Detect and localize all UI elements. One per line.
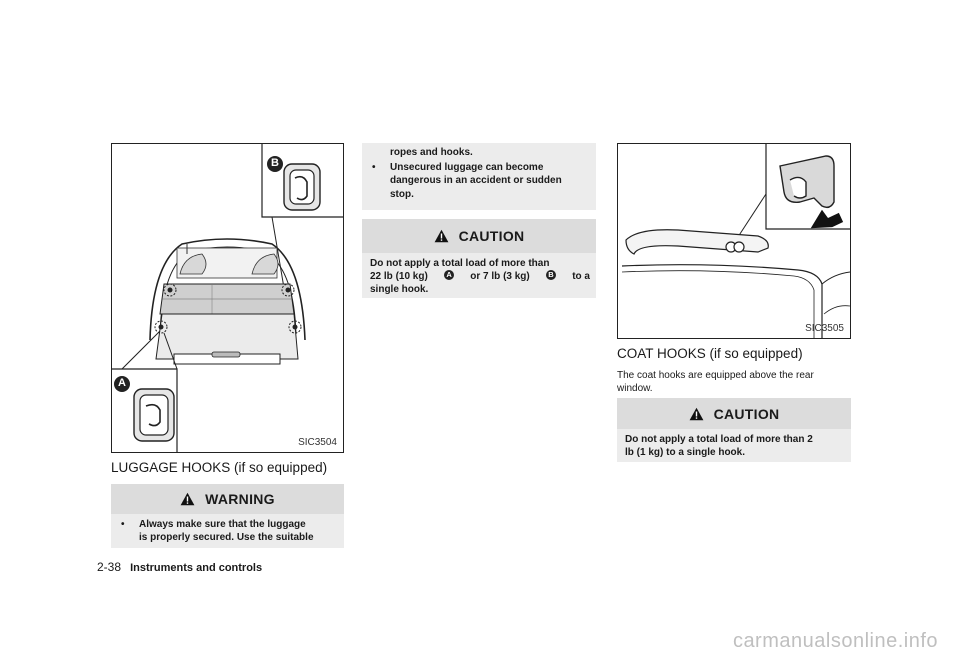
luggage-hooks-title: LUGGAGE HOOKS (if so equipped) (111, 460, 328, 475)
coat-hooks-figure: SIC3505 (617, 143, 851, 339)
caution-body-right: Do not apply a total load of more than 2… (617, 429, 851, 462)
caution-line-part: or 7 lb (3 kg) (470, 271, 530, 283)
warning-bullet-line: dangerous in an accident or sudden (390, 175, 562, 187)
warning-heading: WARNING (205, 491, 275, 507)
warning-icon (434, 229, 448, 243)
caution-header-middle: CAUTION (362, 219, 596, 253)
warning-bullet-line: is properly secured. Use the suitable (139, 532, 314, 544)
marker-b: B (545, 270, 556, 281)
page-number: 2-38 (97, 560, 122, 574)
caution-line: lb (1 kg) to a single hook. (625, 447, 746, 459)
luggage-area-illustration (112, 144, 343, 452)
warning-bullet-line: Always make sure that the luggage (139, 519, 306, 530)
warning-icon (689, 407, 703, 420)
description-line: window. (617, 383, 653, 394)
caution-heading: CAUTION (458, 228, 525, 244)
figure-label-a: A (118, 377, 126, 389)
warning-bullet-line: Unsecured luggage can become (390, 162, 544, 174)
figure-code: SIC3504 (298, 437, 337, 448)
warning-header: WARNING (111, 484, 344, 514)
page-footer: 2-38 Instruments and controls (97, 560, 262, 574)
caution-body-middle: Do not apply a total load of more than 2… (362, 253, 596, 298)
caution-line: Do not apply a total load of more than 2 (625, 434, 813, 445)
marker-a: A (444, 270, 455, 281)
coat-hooks-title: COAT HOOKS (if so equipped) (617, 346, 803, 361)
figure-label-b: B (271, 157, 279, 169)
bullet-marker: • (121, 519, 125, 530)
description-line: The coat hooks are equipped above the re… (617, 370, 814, 381)
continuation-line: ropes and hooks. (390, 147, 473, 158)
caution-line: single hook. (370, 284, 429, 296)
luggage-hooks-figure: B A SIC3504 (111, 143, 344, 453)
warning-body: • Always make sure that the luggage is p… (111, 514, 344, 548)
footer-section-name: Instruments and controls (130, 562, 263, 574)
warning-continuation: ropes and hooks. • Unsecured luggage can… (362, 143, 596, 210)
coat-hooks-description: The coat hooks are equipped above the re… (617, 369, 853, 395)
warning-bullet-line: stop. (390, 188, 414, 200)
caution-line: Do not apply a total load of more than (370, 258, 550, 269)
watermark: carmanualsonline.info (732, 630, 938, 652)
bullet-marker: • (372, 162, 376, 174)
caution-line-part: 22 lb (10 kg) (370, 271, 428, 283)
warning-icon (180, 492, 195, 506)
caution-line-part: to a (572, 271, 590, 283)
caution-header-right: CAUTION (617, 398, 851, 429)
figure-code: SIC3505 (805, 323, 844, 334)
coat-hook-illustration (621, 144, 850, 338)
caution-heading: CAUTION (713, 405, 780, 422)
caution-line: 22 lb (10 kg) A or 7 lb (3 kg) B to a (370, 270, 590, 283)
